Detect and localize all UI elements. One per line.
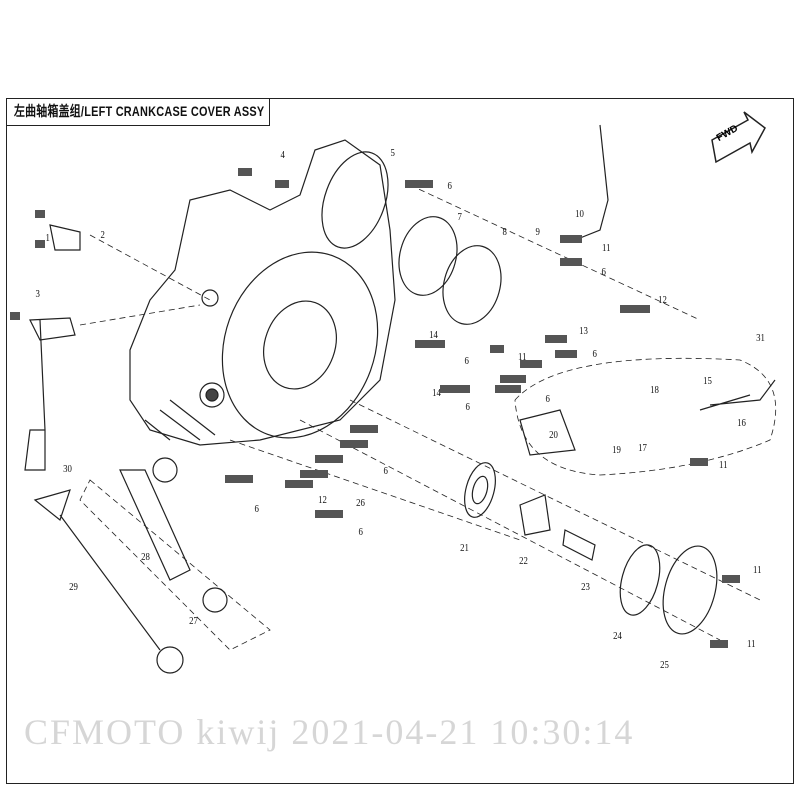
callout-number: 6 (592, 348, 597, 360)
callout-number: 18 (650, 384, 659, 396)
cover-8 (442, 245, 502, 325)
callout-number: 25 (660, 659, 669, 671)
callout-number: 9 (535, 226, 540, 238)
callout-number: 29 (69, 581, 78, 593)
callout-number: 19 (612, 444, 621, 456)
callout-number: 20 (549, 429, 558, 441)
dipstick-29 (33, 489, 161, 651)
callout-number: 3 (35, 288, 40, 300)
callout-number: 6 (383, 465, 388, 477)
boot-20 (519, 409, 576, 456)
callout-number: 4 (280, 149, 285, 161)
callout-number: 6 (464, 355, 469, 367)
callout-number: 15 (703, 375, 712, 387)
callout-number: 16 (737, 417, 746, 429)
callout-number: 12 (318, 494, 327, 506)
callout-number: 28 (141, 551, 150, 563)
bushing-22 (519, 494, 551, 536)
callout-number: 6 (545, 393, 550, 405)
hose-16 (699, 379, 776, 411)
callout-number: 11 (518, 351, 527, 363)
o-ring-7 (398, 216, 458, 296)
callout-number: 31 (756, 332, 765, 344)
callout-number: 7 (457, 211, 462, 223)
callout-number: 21 (460, 542, 469, 554)
callout-number: 6 (254, 503, 259, 515)
diagram-title: 左曲轴箱盖组/LEFT CRANKCASE COVER ASSY (6, 98, 270, 126)
callout-number: 11 (747, 638, 756, 650)
callout-number: 26 (356, 497, 365, 509)
callout-number: 30 (63, 463, 72, 475)
fwd-arrow-icon (711, 111, 766, 164)
sensor-30 (24, 317, 76, 471)
callout-number: 6 (465, 401, 470, 413)
callout-number: 12 (658, 294, 667, 306)
watermark: CFMOTO kiwij 2021-04-21 10:30:14 (24, 712, 635, 752)
callout-number: 2 (100, 229, 105, 241)
cover-25 (662, 545, 718, 635)
callout-number: 24 (613, 630, 622, 642)
tube-28 (119, 469, 191, 581)
hose-10 (574, 124, 609, 241)
callout-number: 6 (447, 180, 452, 192)
callout-number: 11 (602, 242, 611, 254)
bolt-23 (562, 529, 596, 561)
callout-number: 6 (358, 526, 363, 538)
callout-number: 17 (638, 442, 647, 454)
title-text: 左曲轴箱盖组/LEFT CRANKCASE COVER ASSY (14, 103, 265, 119)
callout-number: 22 (519, 555, 528, 567)
callout-number: 13 (579, 325, 588, 337)
crankcase-cover (129, 139, 396, 446)
seal-27 (202, 587, 228, 613)
callout-number: 14 (429, 329, 438, 341)
diagram-frame (6, 98, 794, 784)
callout-number: 11 (719, 459, 728, 471)
callout-number: 6 (601, 266, 606, 278)
callout-number: 14 (432, 387, 441, 399)
callout-number: 5 (390, 147, 395, 159)
bolts (10, 168, 740, 648)
callout-number: 8 (502, 226, 507, 238)
callout-number: 23 (581, 581, 590, 593)
bracket-2 (49, 224, 81, 251)
o-ring-24 (619, 544, 661, 616)
bearing-21 (464, 462, 496, 518)
callout-number: 1 (45, 232, 50, 244)
callout-number: 27 (189, 615, 198, 627)
callout-number: 11 (753, 564, 762, 576)
callout-number: 10 (575, 208, 584, 220)
